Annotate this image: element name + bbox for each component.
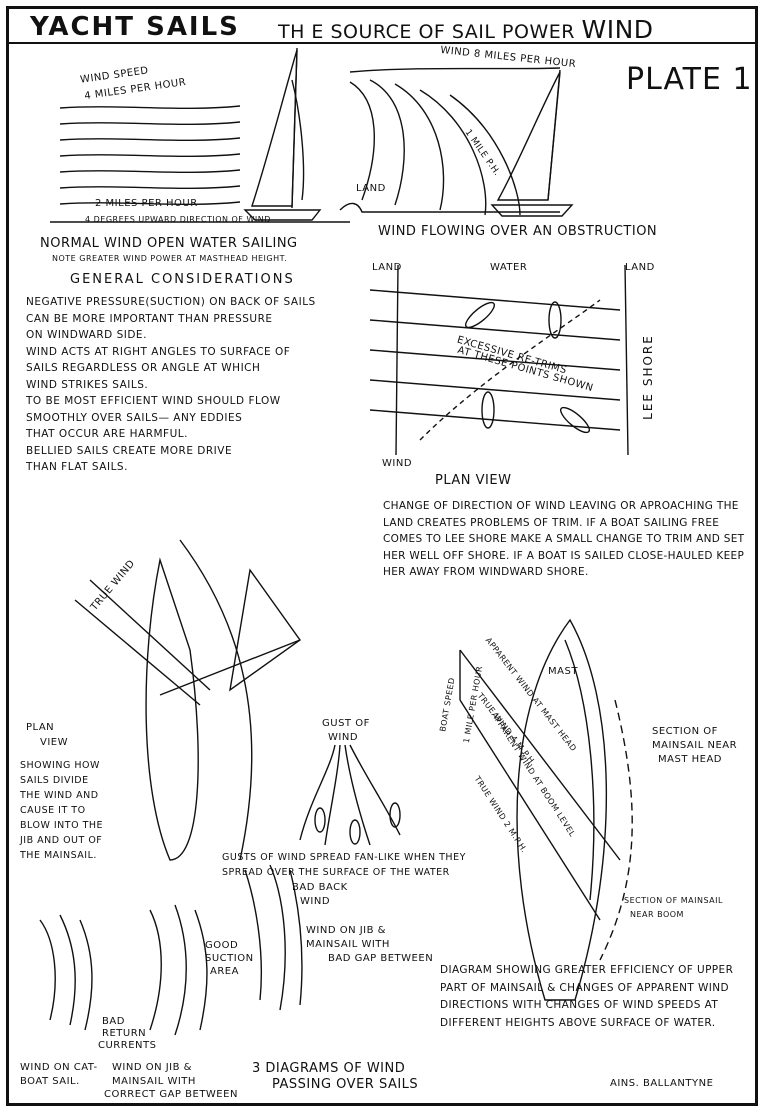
signature: AINS. BALLANTYNE [610,1078,714,1089]
jib-correct-3: CORRECT GAP BETWEEN [104,1089,238,1100]
jib-bad-3: BAD GAP BETWEEN [328,953,434,964]
mast-label: MAST [548,666,578,677]
sub-title: TH E SOURCE OF SAIL POWER WIND [278,15,654,44]
section-top: SECTION OF [652,726,718,737]
normal-wind-direction: 4 DEGREES UPWARD DIRECTION OF WIND [85,215,271,224]
general-line: CAN BE MORE IMPORTANT THAN PRESSURE [26,312,273,325]
good-suction-2: SUCTION [205,953,254,964]
main-title: YACHT SAILS [30,12,240,42]
section-top-3: MAST HEAD [658,754,722,765]
three-diagrams-caption-2: PASSING OVER SAILS [272,1077,419,1092]
bad-return-3: CURRENTS [98,1040,157,1051]
section-boom-2: NEAR BOOM [630,910,684,919]
plan-water: WATER [490,262,528,273]
general-line: WIND STRIKES SAILS. [26,378,149,391]
general-line: SMOOTHLY OVER SAILS— ANY EDDIES [26,411,243,424]
jib-correct: WIND ON JIB & [112,1062,192,1073]
general-heading: GENERAL CONSIDERATIONS [70,272,295,287]
general-line: THAN FLAT SAILS. [26,461,128,473]
gusts-caption: GUSTS OF WIND SPREAD FAN-LIKE WHEN THEY … [222,852,466,878]
bad-back-2: WIND [300,896,331,907]
general-line: TO BE MOST EFFICIENT WIND SHOULD FLOW [26,395,281,407]
plan-wind: WIND [382,458,413,469]
plate-frame [6,6,758,1106]
obstruction-caption: WIND FLOWING OVER AN OBSTRUCTION [378,224,658,239]
plate-number: PLATE 1 [626,62,753,97]
general-line: THAT OCCUR ARE HARMFUL. [26,428,188,440]
cat-boat: WIND ON CAT- [20,1062,98,1073]
good-suction-3: AREA [210,966,239,977]
general-line: SAILS REGARDLESS OR ANGLE AT WHICH [26,362,261,374]
title-bar [6,6,758,44]
plan-sails-description: SHOWING HOW SAILS DIVIDE THE WIND AND CA… [20,760,104,861]
plan-sails-diagram [74,539,301,861]
efficiency-caption: DIAGRAM SHOWING GREATER EFFICIENCY OF UP… [440,964,734,1029]
three-diagrams-caption: 3 DIAGRAMS OF WIND [252,1061,406,1076]
efficiency-diagram [459,618,633,1001]
general-list: NEGATIVE PRESSURE(SUCTION) ON BACK OF SA… [26,294,366,476]
bad-back: BAD BACK [292,882,348,893]
gust-label-2: WIND [328,732,359,743]
general-line: NEGATIVE PRESSURE(SUCTION) ON BACK OF SA… [26,296,316,308]
obstruction-land: LAND [356,183,386,194]
normal-wind-note: NOTE GREATER WIND POWER AT MASTHEAD HEIG… [52,254,288,263]
three-diagrams [39,864,303,1036]
section-top-2: MAINSAIL NEAR [652,740,738,751]
sub-title-prefix: TH E SOURCE OF SAIL POWER [278,21,575,43]
plan-land-left: LAND [372,262,402,273]
plan-lee-shore: LEE SHORE [640,334,655,420]
gusts-diagram [299,744,401,846]
sailboat-obstruction [490,69,574,217]
jib-bad-2: MAINSAIL WITH [306,939,390,950]
jib-correct-2: MAINSAIL WITH [112,1076,196,1087]
good-suction: GOOD [205,940,239,951]
sailboat-normal [243,47,322,221]
plan-sails-plan: PLAN [26,722,55,733]
bad-return-2: RETURN [102,1028,147,1039]
normal-wind-speed-bottom: 2 MILES PER HOUR [95,198,198,209]
plan-land-right: LAND [625,262,655,273]
bad-return: BAD [102,1016,125,1027]
general-line: WIND ACTS AT RIGHT ANGLES TO SURFACE OF [26,345,291,358]
normal-wind-lines [50,105,350,223]
section-boom: SECTION OF MAINSAIL [624,896,723,905]
cat-boat-2: BOAT SAIL. [20,1076,80,1087]
plan-land-diagram [369,264,629,456]
normal-wind-caption: NORMAL WIND OPEN WATER SAILING [40,236,298,251]
plan-view-label: PLAN VIEW [435,473,512,488]
gust-label: GUST OF [322,718,370,729]
general-line: BELLIED SAILS CREATE MORE DRIVE [26,444,233,457]
jib-bad: WIND ON JIB & [306,925,386,936]
general-line: ON WINDWARD SIDE. [26,329,147,341]
sub-title-wind: WIND [581,15,654,44]
plan-land-description: CHANGE OF DIRECTION OF WIND LEAVING OR A… [383,500,745,578]
plan-sails-view: VIEW [40,737,68,748]
